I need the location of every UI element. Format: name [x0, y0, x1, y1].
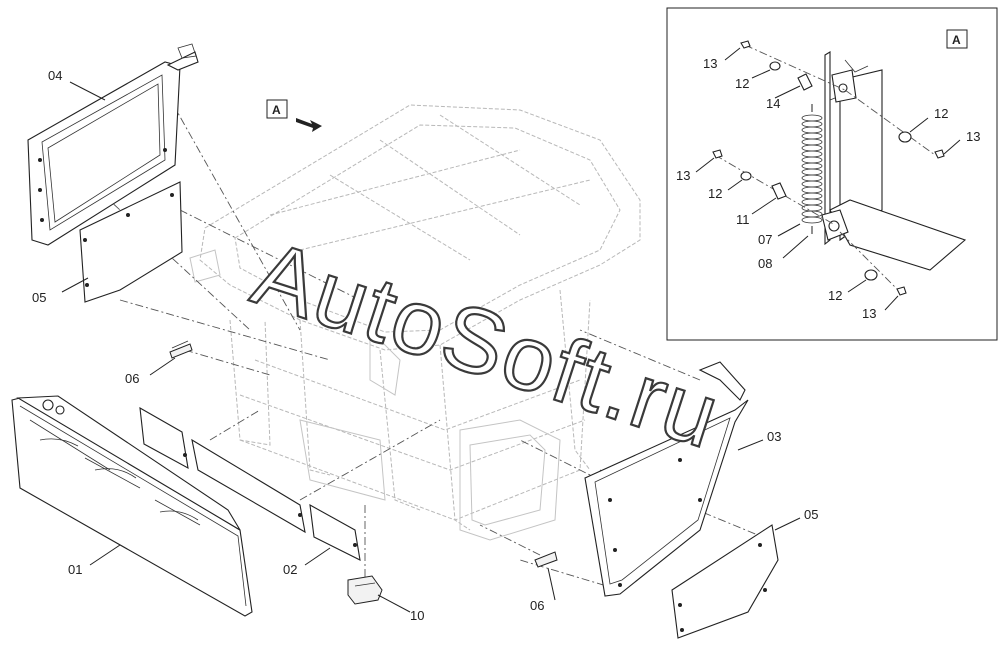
callout-05-left: 05	[32, 290, 46, 305]
fasteners	[712, 40, 945, 296]
part-04-rear-window-frame	[27, 43, 199, 246]
part-03-door	[584, 361, 749, 597]
part-06-bracket-left	[169, 340, 193, 359]
callout-06-left: 06	[125, 371, 139, 386]
callout-03: 03	[767, 429, 781, 444]
svg-text:A: A	[272, 103, 281, 117]
main-leader-lines	[61, 81, 801, 613]
view-marker-a: A	[266, 99, 322, 132]
part-02-lower-panels	[139, 406, 361, 561]
detail-callout-13-b: 13	[966, 129, 980, 144]
detail-callout-13-a: 13	[703, 56, 717, 71]
detail-callout-13-d: 13	[862, 306, 876, 321]
main-callouts: 04 05 06 01 02 10 06 03 05	[32, 68, 818, 623]
spring-07	[801, 104, 823, 234]
cab-body	[189, 104, 641, 541]
callout-10: 10	[410, 608, 424, 623]
watermark: AutoSoft.ru	[242, 222, 732, 468]
part-05-glass-panel-right	[671, 524, 779, 639]
callout-02: 02	[283, 562, 297, 577]
detail-callout-12-d: 12	[828, 288, 842, 303]
part-01-front-panel	[11, 395, 253, 617]
detail-box-label: A	[952, 33, 961, 47]
part-10-block	[347, 575, 383, 605]
callout-04: 04	[48, 68, 62, 83]
detail-callout-12-c: 12	[708, 186, 722, 201]
callout-01: 01	[68, 562, 82, 577]
part-06-bracket-bottom	[534, 551, 558, 568]
part-05-glass-panel-left	[79, 181, 183, 303]
detail-callout-07: 07	[758, 232, 772, 247]
detail-callout-13-c: 13	[676, 168, 690, 183]
detail-callout-08: 08	[758, 256, 772, 271]
detail-callout-12-a: 12	[735, 76, 749, 91]
detail-callout-12-b: 12	[934, 106, 948, 121]
callout-06-bottom: 06	[530, 598, 544, 613]
detail-callout-11: 11	[736, 212, 750, 227]
detail-view-a: A	[666, 7, 998, 341]
view-arrow-icon	[296, 118, 322, 132]
detail-callout-14: 14	[766, 96, 780, 111]
callout-05-right: 05	[804, 507, 818, 522]
